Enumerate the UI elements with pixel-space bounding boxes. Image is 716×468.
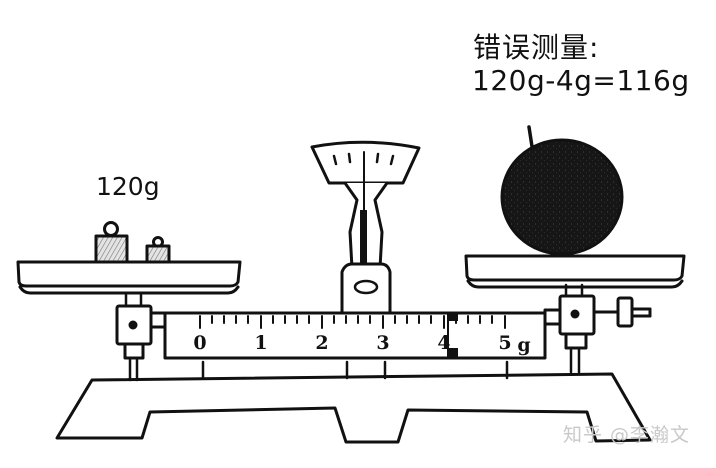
watermark: 知乎 @李瀚文 [563,424,691,446]
scale-label-1: 1 [254,332,267,354]
right-pan-stand [543,283,652,374]
pointer-column [310,140,421,314]
scale-unit: g [517,334,530,356]
left-pan-mass-label: 120g [96,172,160,201]
beam-support-posts [201,360,509,380]
left-pan [16,260,242,295]
scale-label-4: 4 [437,332,450,354]
dial-ticks [332,152,395,166]
right-pan [464,254,686,289]
error-measurement-equation: 120g-4g=116g [472,64,690,97]
scale-label-3: 3 [376,332,389,354]
scale-label-5: 5 [498,332,511,354]
beam-scale [163,311,547,360]
balance-base [55,372,652,444]
weight-large [94,221,129,264]
error-measurement-title: 错误测量: [473,31,600,64]
beam-scale-ticks [199,315,506,329]
beam-scale-labels: 0 1 2 3 4 5 g [193,332,530,356]
left-pan-stand [115,293,167,382]
scale-label-2: 2 [315,332,328,354]
weighed-object [500,125,624,256]
weight-small [145,236,171,264]
rider [447,312,458,359]
scale-label-0: 0 [193,332,206,354]
